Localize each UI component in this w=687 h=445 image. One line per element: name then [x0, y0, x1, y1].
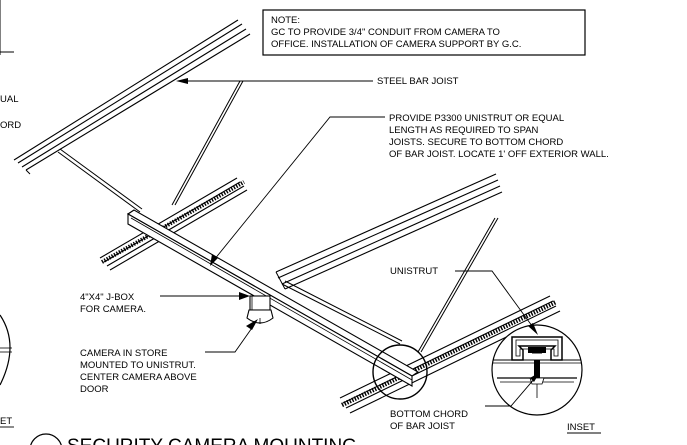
inset-label: INSET: [567, 422, 595, 433]
jbox-camera: [246, 295, 274, 324]
bolt: [534, 360, 540, 378]
note-line-3: OFFICE. INSTALLATION OF CAMERA SUPPORT B…: [271, 39, 521, 50]
leader-lines: [160, 78, 540, 407]
jbox: [249, 295, 271, 311]
left-inset-circle-fragment: [0, 314, 12, 386]
note-frame: [262, 9, 586, 56]
note-line-1: NOTE:: [271, 15, 300, 26]
left-fragment-top: UAL: [0, 94, 18, 105]
upper-joist-bottom-chord: [99, 177, 248, 271]
detail-number-bubble: [30, 433, 62, 445]
unistrut-note-line-2: LENGTH AS REQUIRED TO SPAN: [389, 125, 539, 136]
inset-detail: [491, 324, 583, 416]
drawing-title: SECURITY CAMERA MOUNTING: [67, 436, 357, 445]
lower-joist-web: [281, 217, 499, 353]
note-box: NOTE: GC TO PROVIDE 3/4" CONDUIT FROM CA…: [262, 9, 586, 56]
upper-joist-webs: [57, 80, 244, 213]
left-fragment-inset: ET: [0, 416, 12, 427]
unistrut-note-line-4: OF BAR JOIST. LOCATE 1' OFF EXTERIOR WAL…: [389, 149, 609, 160]
steel-bar-joist-label: STEEL BAR JOIST: [377, 76, 459, 87]
lower-bar-joist: [275, 173, 503, 290]
jbox-label-line-1: 4"X4" J-BOX: [80, 292, 135, 303]
camera-label-line-1: CAMERA IN STORE: [80, 348, 167, 359]
inset-circle-marker: [372, 344, 428, 400]
camera-label-line-4: DOOR: [80, 384, 109, 395]
camera-label-line-2: MOUNTED TO UNISTRUT.: [80, 360, 196, 371]
left-fragment-bottom: ORD: [0, 120, 21, 131]
unistrut-note-line-1: PROVIDE P3300 UNISTRUT OR EQUAL: [389, 113, 564, 124]
bottom-chord-label-line-1: BOTTOM CHORD: [390, 409, 468, 420]
camera-dome: [246, 309, 274, 324]
left-border-fragment: [0, 0, 14, 55]
channel-nut: [528, 347, 546, 353]
unistrut-label: UNISTRUT: [390, 266, 438, 277]
bottom-chord-label-line-2: OF BAR JOIST: [390, 421, 455, 432]
jbox-label-line-2: FOR CAMERA.: [80, 304, 146, 315]
upper-bar-joist: [13, 19, 251, 175]
unistrut-note-line-3: JOISTS. SECURE TO BOTTOM CHORD: [389, 137, 563, 148]
camera-label-line-3: CENTER CAMERA ABOVE: [80, 372, 197, 383]
note-line-2: GC TO PROVIDE 3/4" CONDUIT FROM CAMERA T…: [271, 27, 500, 38]
